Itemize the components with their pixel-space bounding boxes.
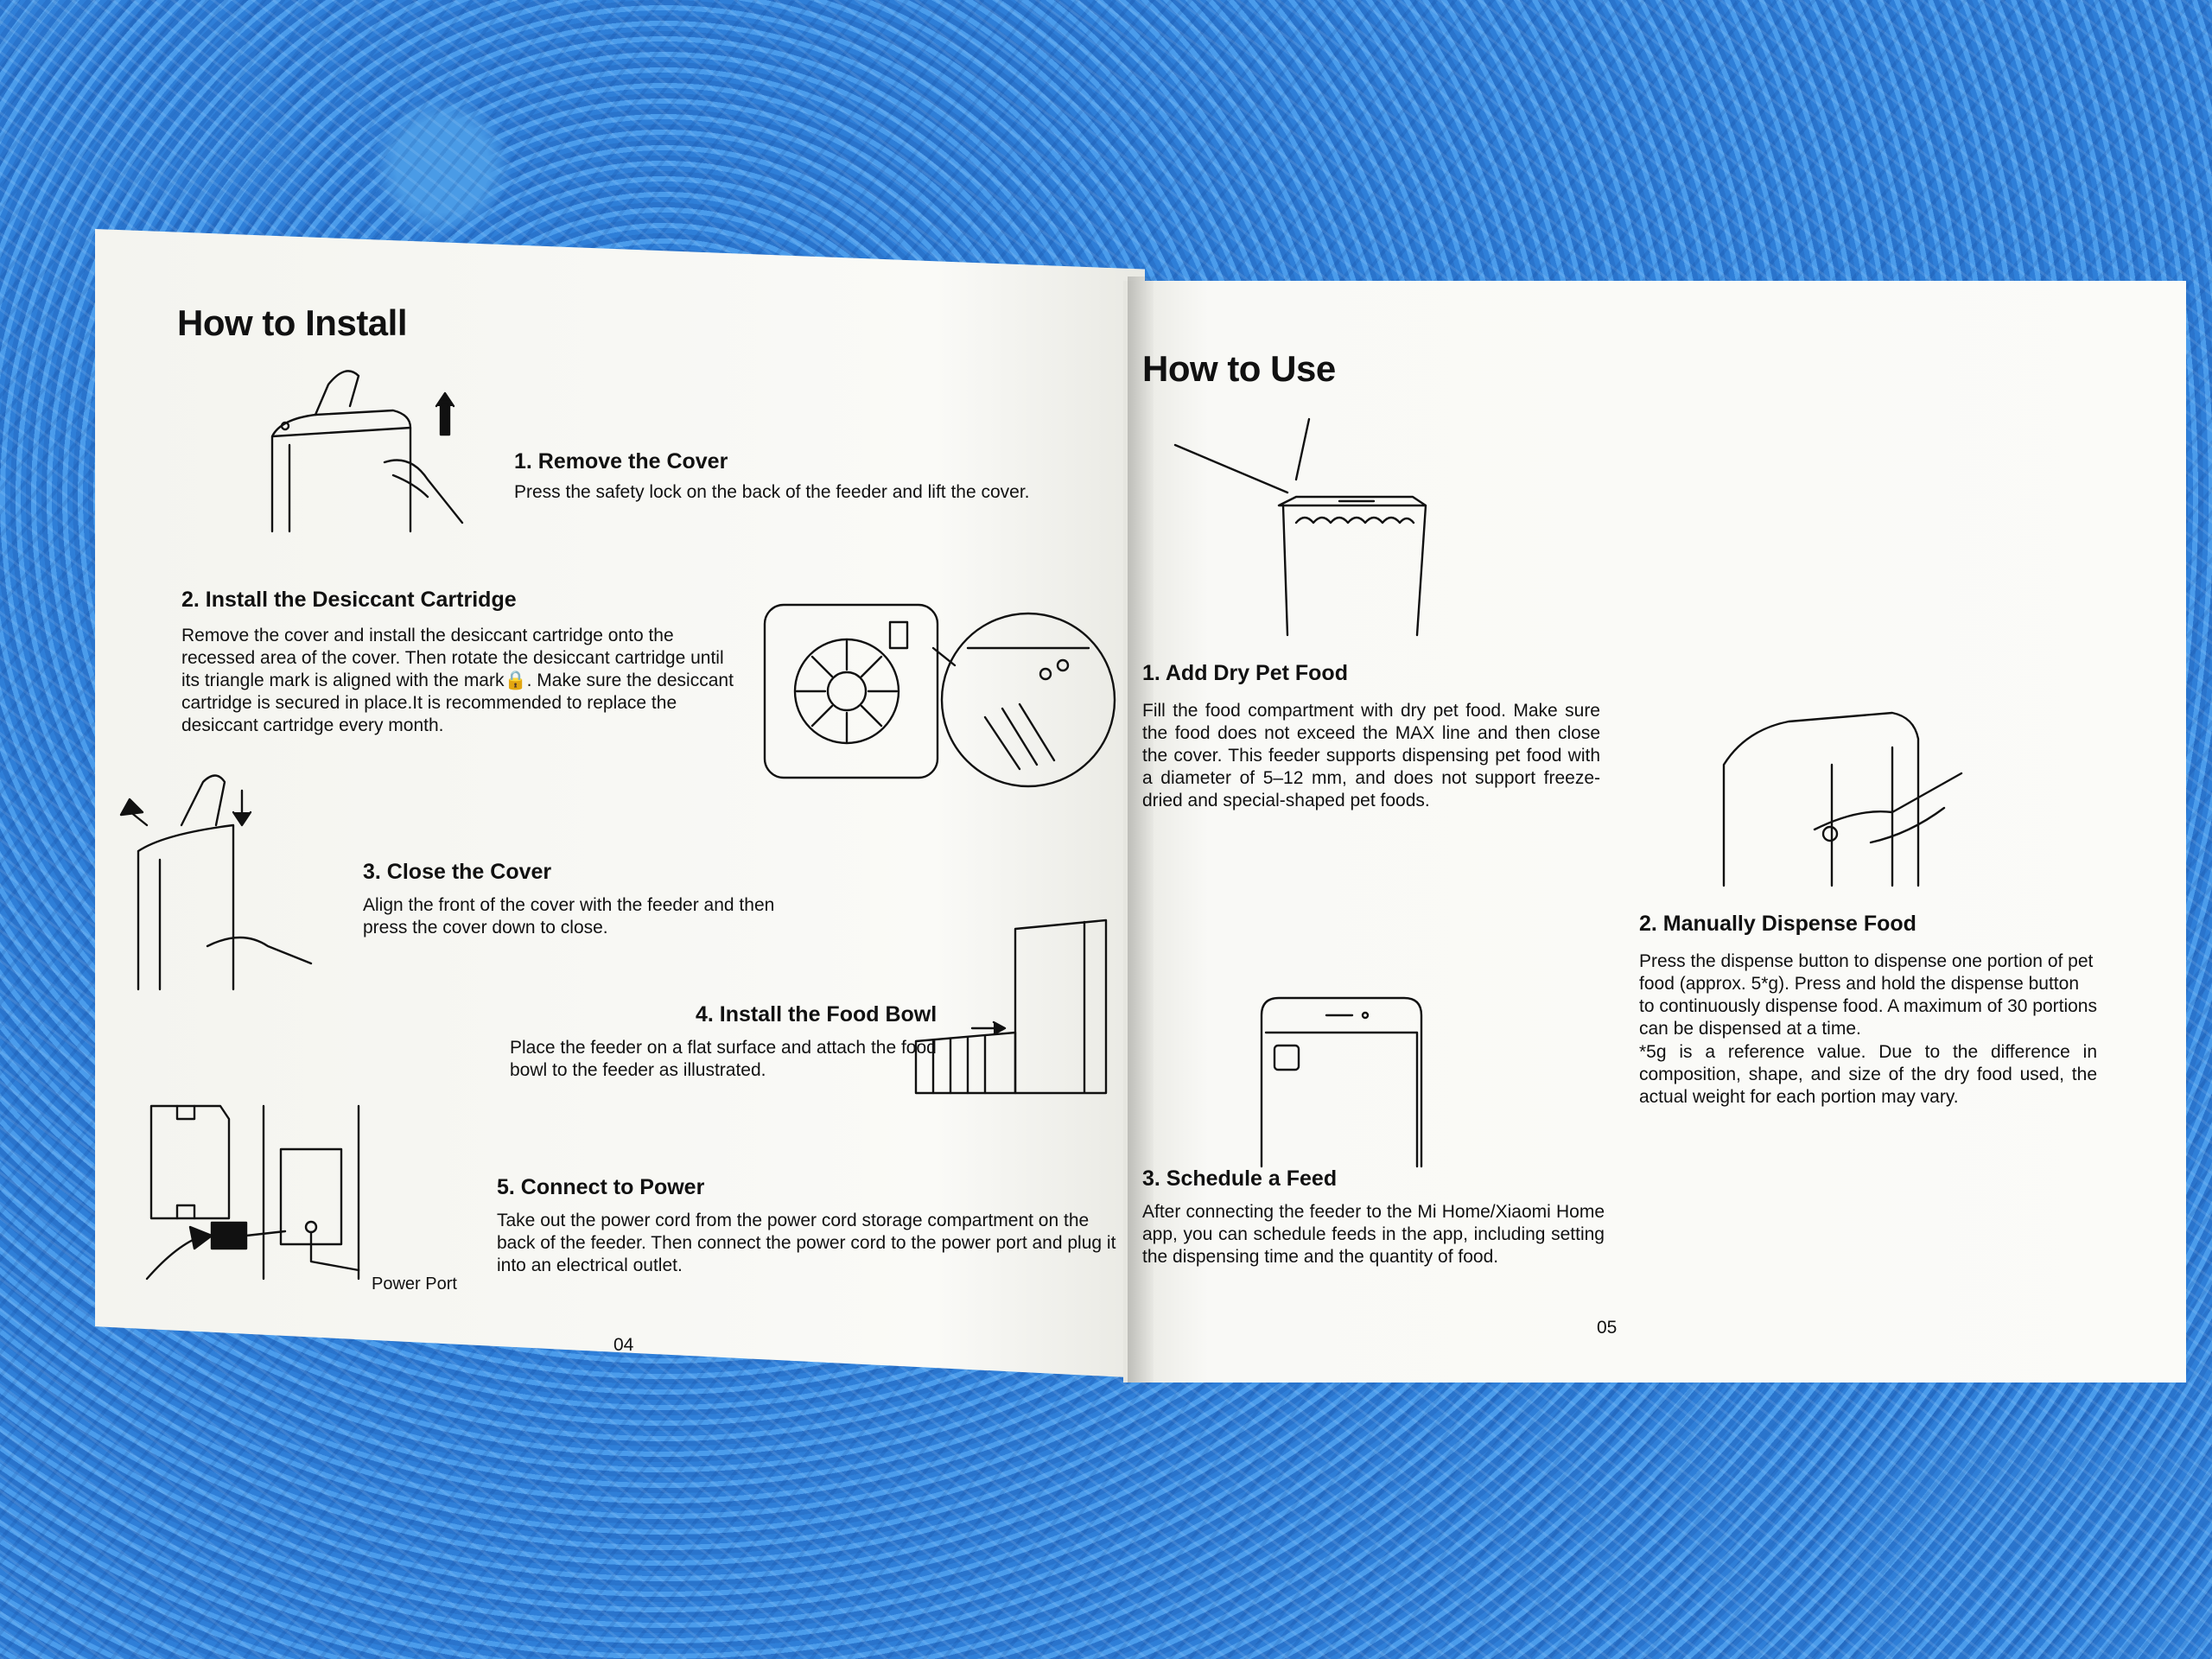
- install-step1-heading: 1. Remove the Cover: [514, 449, 728, 474]
- left-page: How to Install 1. Remove the Cover Press…: [95, 229, 1145, 1378]
- phone-app-illustration: [1260, 996, 1423, 1168]
- install-step5-body: Take out the power cord from the power c…: [497, 1211, 1116, 1275]
- install-step5-heading: 5. Connect to Power: [497, 1175, 705, 1199]
- use-step3-body: After connecting the feeder to the Mi Ho…: [1142, 1202, 1605, 1267]
- install-step4-heading: 4. Install the Food Bowl: [696, 1002, 938, 1027]
- install-step4-body: Place the feeder on a flat surface and a…: [510, 1038, 937, 1080]
- book-spine: [1128, 276, 1154, 1382]
- page-title-install: How to Install: [177, 302, 408, 343]
- right-page: How to Use 1. Add Dry Pet Food Fill the …: [1123, 281, 2186, 1382]
- connect-power-illustration: [145, 1104, 360, 1281]
- install-step1-body: Press the safety lock on the back of the…: [514, 482, 1030, 502]
- power-port-label: Power Port: [372, 1274, 457, 1294]
- dispense-button-illustration: [1722, 711, 1963, 887]
- install-step2-heading: 2. Install the Desiccant Cartridge: [181, 588, 517, 612]
- use-step2-note: *5g is a reference value. Due to the dif…: [1639, 1042, 2097, 1107]
- close-cover-illustration: [119, 774, 313, 991]
- page-number-right: 05: [1597, 1318, 1618, 1338]
- page-title-use: How to Use: [1142, 348, 1336, 389]
- use-step2-body: Press the dispense button to dispense on…: [1639, 951, 2097, 1039]
- install-step3-body: Align the front of the cover with the fe…: [363, 895, 775, 938]
- install-step2-body: Remove the cover and install the desicca…: [181, 626, 734, 735]
- use-step1-body: Fill the food compartment with dry pet f…: [1142, 701, 1600, 810]
- add-food-illustration: [1173, 417, 1427, 637]
- remove-cover-illustration: [270, 370, 464, 533]
- use-step1-heading: 1. Add Dry Pet Food: [1142, 661, 1348, 685]
- use-step3-heading: 3. Schedule a Feed: [1142, 1166, 1338, 1191]
- food-bowl-illustration: [914, 918, 1108, 1095]
- use-step2-heading: 2. Manually Dispense Food: [1639, 912, 1916, 936]
- install-step3-heading: 3. Close the Cover: [363, 860, 552, 884]
- page-number-left: 04: [613, 1335, 634, 1355]
- desiccant-cartridge-illustration: [763, 603, 1116, 788]
